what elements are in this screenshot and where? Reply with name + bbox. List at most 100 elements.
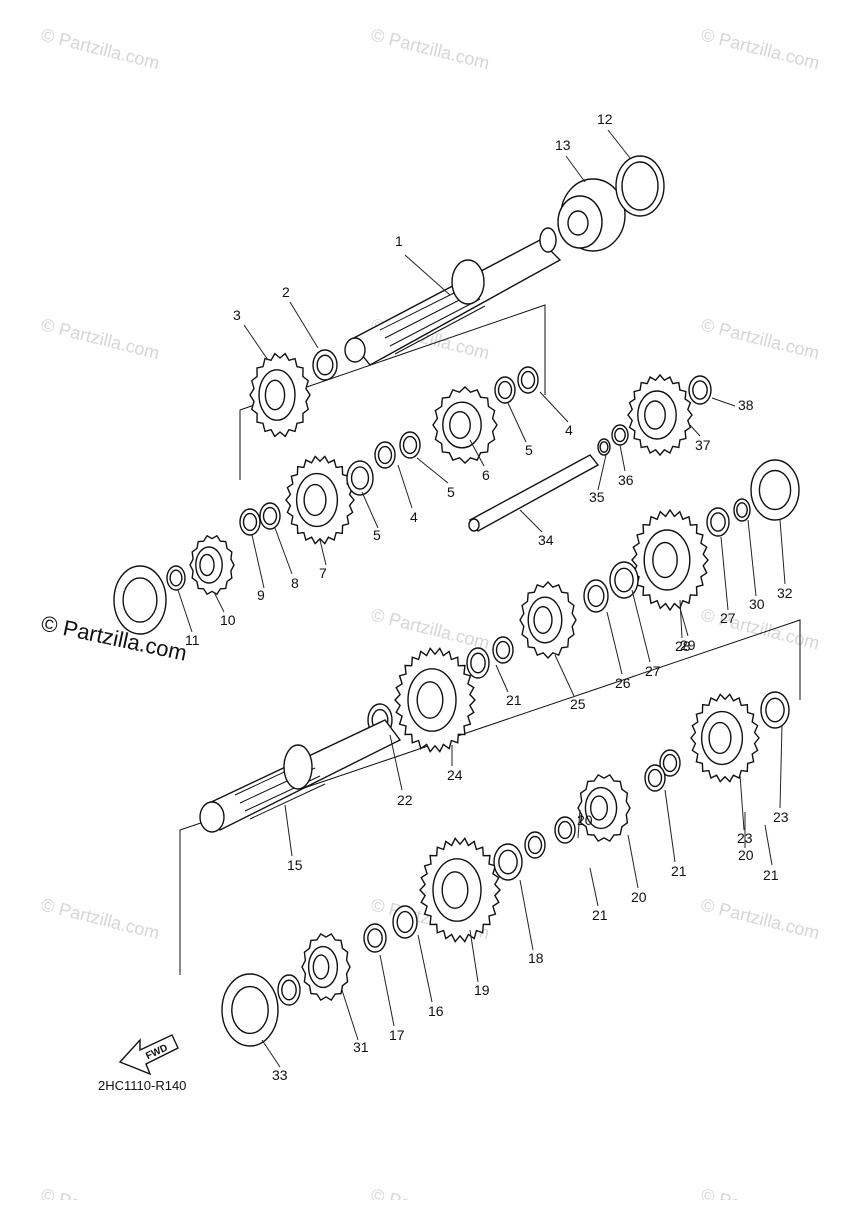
callout-number: 21 — [763, 867, 779, 883]
leader-line — [747, 519, 757, 597]
washer-icon — [750, 459, 800, 521]
leader-line — [284, 804, 293, 857]
callout-number: 20 — [631, 889, 647, 905]
leader-line — [341, 989, 359, 1041]
washer-icon — [583, 579, 609, 613]
washer-icon — [609, 561, 639, 599]
washer-icon — [760, 691, 790, 729]
gear-icon — [394, 647, 476, 753]
washer-icon — [399, 431, 421, 459]
leader-line — [469, 439, 485, 467]
callout-number: 32 — [777, 585, 793, 601]
watermark-text: © Partzilla.com — [39, 894, 162, 943]
shaft-34 — [468, 454, 600, 532]
callout-number: 18 — [528, 950, 544, 966]
washer-icon — [733, 498, 751, 522]
leader-line — [417, 934, 433, 1003]
callout-number: 26 — [615, 675, 631, 691]
callout-number: 35 — [589, 489, 605, 505]
leader-line — [539, 391, 569, 423]
callout-number: 33 — [272, 1067, 288, 1083]
gear-icon — [249, 352, 311, 438]
watermark-text: © Partzilla.com — [39, 24, 162, 73]
callout-number: 13 — [555, 137, 571, 153]
leader-line — [416, 457, 449, 484]
watermark-text: © Partzilla.com — [39, 314, 162, 363]
upper-group-bracket — [239, 304, 546, 480]
washer-icon — [239, 508, 261, 536]
gear-icon — [690, 693, 760, 783]
washer-icon — [517, 366, 539, 394]
watermark-text: © Partzilla.com — [369, 24, 492, 73]
callout-number: 3 — [233, 307, 241, 323]
callout-layer: 1234545657891011121320212121202021222323… — [177, 111, 793, 1083]
callout-number: 7 — [319, 565, 327, 581]
callout-number: 27 — [720, 610, 736, 626]
washer-icon — [363, 923, 387, 953]
callout-number: 21 — [592, 907, 608, 923]
leader-line — [404, 254, 451, 296]
callout-number: 30 — [749, 596, 765, 612]
callout-number: 10 — [220, 612, 236, 628]
leader-line — [261, 1039, 281, 1068]
callout-number: 31 — [353, 1039, 369, 1055]
watermark-text: © Partzilla.com — [39, 1184, 162, 1200]
leader-line — [389, 734, 403, 791]
leader-line — [495, 664, 509, 693]
callout-number: 12 — [597, 111, 613, 127]
leader-line — [619, 444, 626, 472]
gear-icon — [627, 373, 693, 457]
callout-number: 6 — [482, 467, 490, 483]
gear-icon — [285, 455, 355, 545]
callout-number: 5 — [447, 484, 455, 500]
leader-line — [213, 591, 225, 613]
leader-line — [274, 527, 293, 575]
callout-number: 21 — [671, 863, 687, 879]
leader-line — [177, 589, 193, 633]
gear-icon — [189, 534, 235, 596]
watermark-text: © Partzilla.com — [369, 604, 492, 653]
callout-number: 8 — [291, 575, 299, 591]
washer-icon — [493, 843, 523, 881]
watermark-text: © Partzilla.com — [699, 314, 822, 363]
gear-icon — [519, 580, 577, 660]
watermark-text: © Partzilla.com — [699, 1184, 822, 1200]
lower-group-bracket — [179, 619, 801, 975]
leader-line — [554, 654, 575, 697]
callout-number: 28 — [675, 638, 691, 654]
fwd-arrow-icon: FWD — [118, 1034, 179, 1076]
oil-seal-12 — [615, 155, 665, 217]
leader-line — [607, 129, 631, 159]
callout-number: 37 — [695, 437, 711, 453]
callout-number: 4 — [565, 422, 573, 438]
drive-axle — [199, 719, 402, 833]
washer-icon — [113, 565, 167, 635]
leader-line — [711, 397, 736, 407]
callout-number: 4 — [410, 509, 418, 525]
callout-number: 16 — [428, 1003, 444, 1019]
callout-number: 36 — [618, 472, 634, 488]
washer-icon — [259, 502, 281, 530]
washer-icon — [706, 507, 730, 537]
callout-number: 20 — [577, 812, 593, 828]
leader-line — [251, 534, 265, 589]
leader-line — [361, 491, 379, 529]
gear-icon — [432, 386, 498, 464]
leader-line — [565, 155, 586, 183]
gear-icon — [419, 837, 501, 943]
callout-number: 24 — [447, 767, 463, 783]
washer-icon — [346, 460, 374, 496]
callout-number: 29 — [680, 637, 696, 653]
washer-icon — [466, 647, 490, 679]
callout-number: 17 — [389, 1027, 405, 1043]
callout-number: 5 — [525, 442, 533, 458]
leader-line — [589, 867, 599, 907]
leader-line — [379, 954, 395, 1027]
washer-icon — [166, 565, 186, 591]
washer-icon — [312, 349, 338, 381]
leader-line — [779, 724, 783, 809]
washer-icon — [492, 636, 514, 664]
washer-icon — [374, 441, 396, 469]
washer-icon — [597, 438, 611, 456]
callout-number: 2 — [282, 284, 290, 300]
